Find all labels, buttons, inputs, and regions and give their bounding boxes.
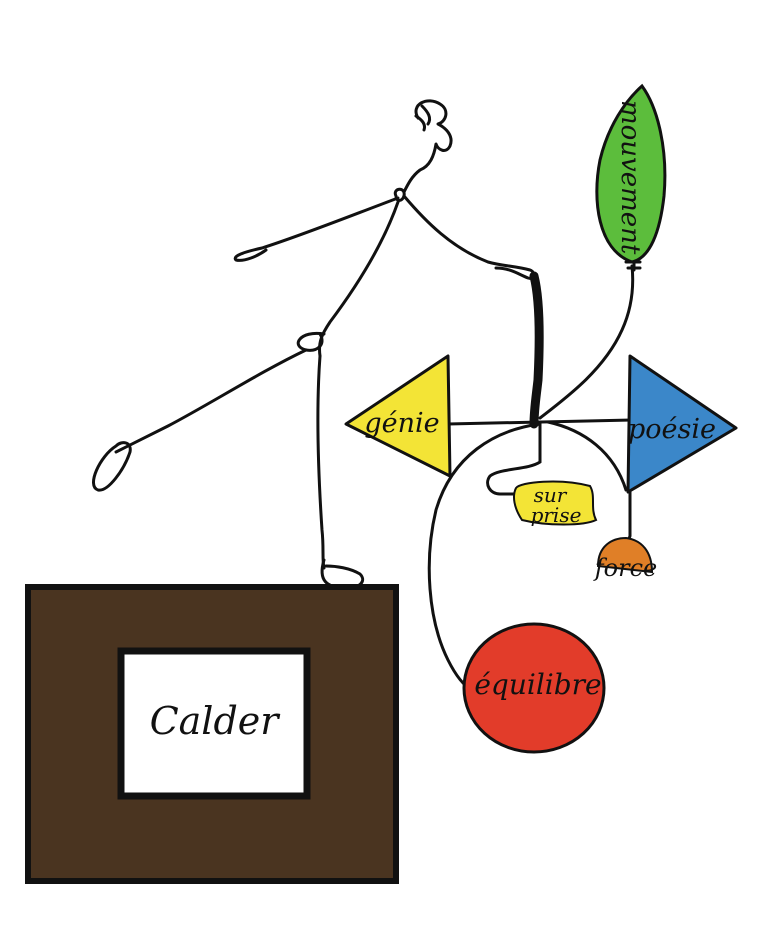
force-body (596, 536, 654, 574)
surprise-label-line1: sur (534, 483, 568, 507)
figure-right-arm (402, 194, 536, 280)
figure-back-leg (114, 348, 308, 454)
left-triangle-label: génie (364, 408, 439, 439)
figure-body (318, 200, 400, 358)
pedestal-signature: Calder (150, 699, 282, 743)
figure-head (402, 99, 453, 194)
leaf-body (595, 83, 667, 264)
right-triangle-shape (626, 354, 738, 494)
surprise-label-line2: prise (531, 503, 582, 527)
left-triangle-shape (344, 354, 452, 478)
mobile-wires (427, 254, 642, 692)
surprise-body (513, 480, 598, 526)
right-triangle: poésie (626, 354, 738, 494)
leaf-shape: mouvement (595, 83, 667, 264)
pedestal: Calder (25, 584, 399, 884)
force-shape: force (593, 536, 657, 582)
figure-standing-leg (316, 354, 326, 570)
left-triangle: génie (344, 354, 452, 478)
equilibre-circle (462, 622, 606, 754)
right-triangle-label: poésie (628, 414, 716, 445)
surprise-shape: sur prise (513, 480, 598, 527)
equilibre-disc: équilibre (462, 622, 606, 754)
pedestal-panel (117, 647, 311, 800)
force-label: force (593, 554, 657, 582)
figure-front-foot (320, 558, 365, 590)
equilibre-label: équilibre (474, 668, 601, 701)
stick-figure (92, 99, 536, 590)
figure-left-arm (233, 196, 400, 262)
cane (529, 271, 544, 429)
leaf-label: mouvement (615, 100, 645, 255)
figure-back-foot (92, 441, 132, 492)
